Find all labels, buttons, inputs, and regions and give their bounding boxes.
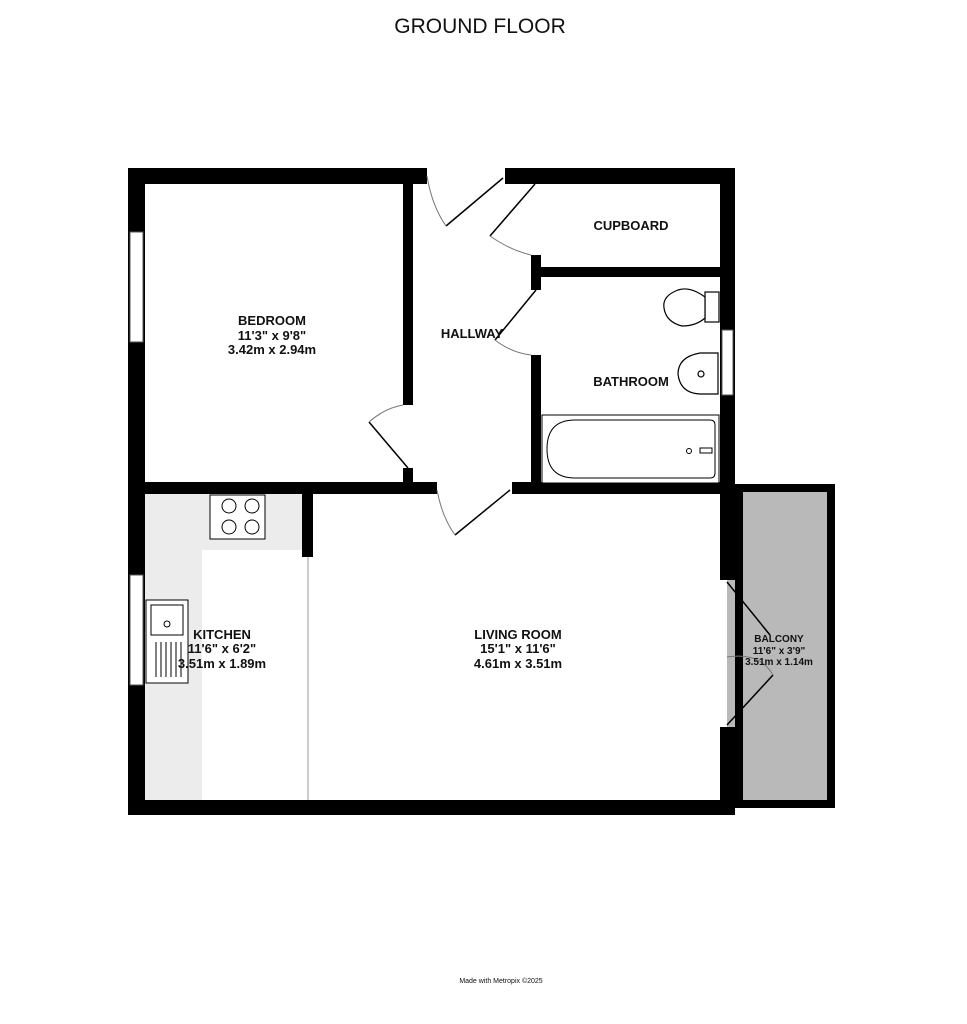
hob-icon [209, 494, 266, 540]
room-name: BEDROOM [238, 313, 306, 328]
room-bedroom: BEDROOM 11'3" x 9'8" 3.42m x 2.94m [228, 313, 316, 357]
room-name: LIVING ROOM [474, 627, 561, 642]
credit-text: Made with Metropix ©2025 [459, 977, 542, 985]
sink-icon [145, 599, 189, 684]
room-balcony: BALCONY 11'6" x 3'9" 3.51m x 1.14m [745, 634, 813, 668]
balcony-door-lower [726, 674, 774, 726]
room-imperial: 15'1" x 11'6" [480, 641, 556, 656]
kitchen-floor [202, 550, 302, 800]
room-imperial: 11'6" x 3'9" [753, 646, 806, 657]
cupboard-door [489, 183, 536, 237]
bedroom-door [368, 421, 409, 469]
room-kitchen: KITCHEN 11'6" x 6'2" 3.51m x 1.89m [178, 627, 266, 671]
room-imperial: 11'3" x 9'8" [238, 328, 306, 343]
balcony-threshold [727, 580, 735, 727]
bathroom-door [494, 289, 537, 341]
room-metric: 4.61m x 3.51m [474, 656, 562, 671]
entrance-door [445, 177, 504, 227]
room-hallway: HALLWAY [441, 326, 504, 341]
basin-icon [677, 352, 719, 395]
room-name: BALCONY [754, 634, 804, 645]
toilet-icon [663, 288, 720, 327]
room-bathroom: BATHROOM [593, 374, 669, 389]
bedroom-window [129, 231, 144, 343]
room-name: KITCHEN [193, 627, 251, 642]
room-metric: 3.42m x 2.94m [228, 342, 316, 357]
room-living-room: LIVING ROOM 15'1" x 11'6" 4.61m x 3.51m [474, 627, 562, 671]
bath-icon [541, 414, 720, 484]
kitchen-window [129, 574, 144, 686]
room-metric: 3.51m x 1.89m [178, 656, 266, 671]
floor-title: GROUND FLOOR [394, 15, 566, 38]
windows [129, 231, 734, 686]
room-cupboard: CUPBOARD [593, 218, 668, 233]
room-metric: 3.51m x 1.14m [745, 657, 813, 668]
balcony-door-upper [726, 581, 771, 636]
bathroom-window [721, 329, 734, 396]
balcony-floor [743, 492, 827, 800]
living-room-door [454, 489, 511, 536]
room-imperial: 11'6" x 6'2" [188, 641, 256, 656]
doors [368, 175, 774, 726]
